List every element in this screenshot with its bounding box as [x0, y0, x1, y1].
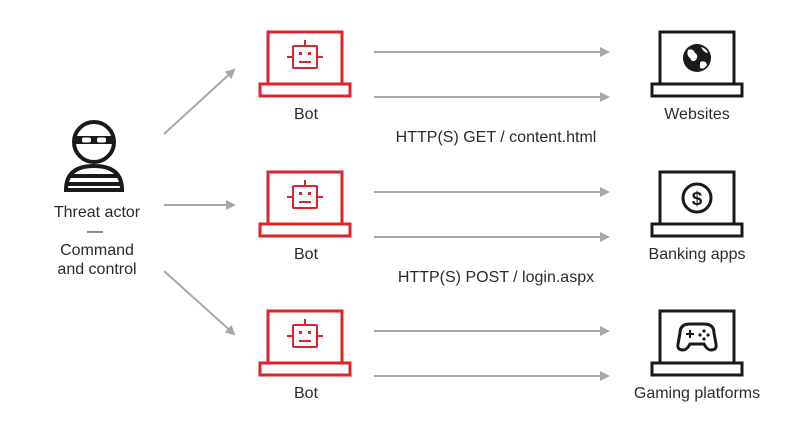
- bot-laptop-icon-2: [258, 170, 352, 238]
- robot-face-icon: [287, 40, 323, 69]
- bot-label-3: Bot: [293, 385, 319, 402]
- arrow-actor-bot-1: [163, 68, 236, 135]
- robot-face-icon: [287, 319, 323, 348]
- arrow-actor-bot-3: [163, 270, 236, 336]
- bot-laptop-icon-3: [258, 309, 352, 377]
- target-laptop-icon-1: [650, 30, 744, 98]
- target-laptop-icon-3: [650, 309, 744, 377]
- request-post-label: HTTP(S) POST / login.aspx: [397, 269, 595, 286]
- target-label-websites: Websites: [664, 106, 730, 123]
- bot-laptop-icon-1: [258, 30, 352, 98]
- svg-text:$: $: [692, 189, 703, 210]
- bot-label-1: Bot: [293, 106, 319, 123]
- globe-icon: [683, 44, 711, 72]
- bot-to-target-arrows: [374, 47, 610, 381]
- request-get-label: HTTP(S) GET / content.html: [395, 129, 597, 146]
- target-laptop-icon-2: $: [650, 170, 744, 238]
- actor-label-control: and control: [57, 261, 137, 278]
- robot-face-icon: [287, 180, 323, 209]
- target-label-banking: Banking apps: [648, 246, 746, 263]
- gamepad-icon: [676, 322, 718, 352]
- actor-label: Threat actor: [53, 204, 141, 221]
- dollar-icon: $: [681, 182, 713, 214]
- bot-label-2: Bot: [293, 246, 319, 263]
- actor-separator: —: [87, 223, 103, 240]
- target-label-gaming: Gaming platforms: [633, 385, 761, 402]
- actor-to-bot-arrows: [163, 68, 236, 336]
- threat-actor-icon: [63, 120, 125, 192]
- actor-label-command: Command: [60, 242, 134, 259]
